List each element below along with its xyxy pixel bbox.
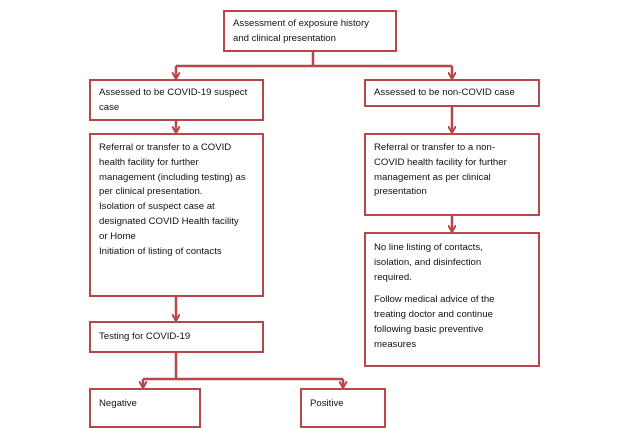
no-listing-line-2: isolation, and disinfection <box>374 256 482 268</box>
covid-referral-line-1: Referral or transfer to a COVID <box>99 142 232 153</box>
assessment-box: Assessment of exposure history and clini… <box>223 10 397 52</box>
noncovid-referral-line-2: COVID health facility for further <box>374 156 507 168</box>
covid-suspect-box: Assessed to be COVID-19 suspect case <box>89 79 264 121</box>
no-listing-box: No line listing of contacts, isolation, … <box>364 232 540 367</box>
positive-box: Positive <box>300 388 386 428</box>
paragraph-gap <box>374 285 530 293</box>
covid-referral-line-6: designated COVID Health facility <box>99 215 239 227</box>
covid-referral-line-7: or Home <box>99 230 136 242</box>
negative-label: Negative <box>99 398 137 409</box>
non-covid-box: Assessed to be non-COVID case <box>364 79 540 107</box>
testing-line-1: Testing for COVID-19 <box>99 331 191 342</box>
covid-referral-line-2: health facility for further <box>99 156 199 168</box>
no-listing-line-5: treating doctor and continue <box>374 309 493 321</box>
assessment-line-2: and clinical presentation <box>233 32 336 44</box>
negative-box: Negative <box>89 388 201 428</box>
no-listing-line-1: No line listing of contacts, <box>374 242 483 253</box>
assessment-line-1: Assessment of exposure history <box>233 18 369 29</box>
noncovid-referral-line-1: Referral or transfer to a non- <box>374 142 496 153</box>
non-covid-line-1: Assessed to be non-COVID case <box>374 87 515 98</box>
covid-suspect-line-1: Assessed to be COVID-19 suspect <box>99 87 248 98</box>
covid-suspect-line-2: case <box>99 101 120 113</box>
no-listing-line-7: measures <box>374 338 417 350</box>
noncovid-referral-line-4: presentation <box>374 186 427 198</box>
covid-referral-line-4: per clinical presentation. <box>99 186 203 198</box>
covid-referral-box: Referral or transfer to a COVID health f… <box>89 133 264 297</box>
covid-referral-line-8: Initiation of listing of contacts <box>99 245 222 257</box>
noncovid-referral-line-3: management as per clinical <box>374 171 491 183</box>
testing-box: Testing for COVID-19 <box>89 321 264 353</box>
noncovid-referral-box: Referral or transfer to a non- COVID hea… <box>364 133 540 216</box>
no-listing-line-6: following basic preventive <box>374 323 484 335</box>
covid-referral-line-5: Isolation of suspect case at <box>99 201 215 213</box>
no-listing-line-3: required. <box>374 271 412 283</box>
positive-label: Positive <box>310 398 344 409</box>
no-listing-line-4: Follow medical advice of the <box>374 294 495 306</box>
covid-referral-line-3: management (including testing) as <box>99 171 246 183</box>
